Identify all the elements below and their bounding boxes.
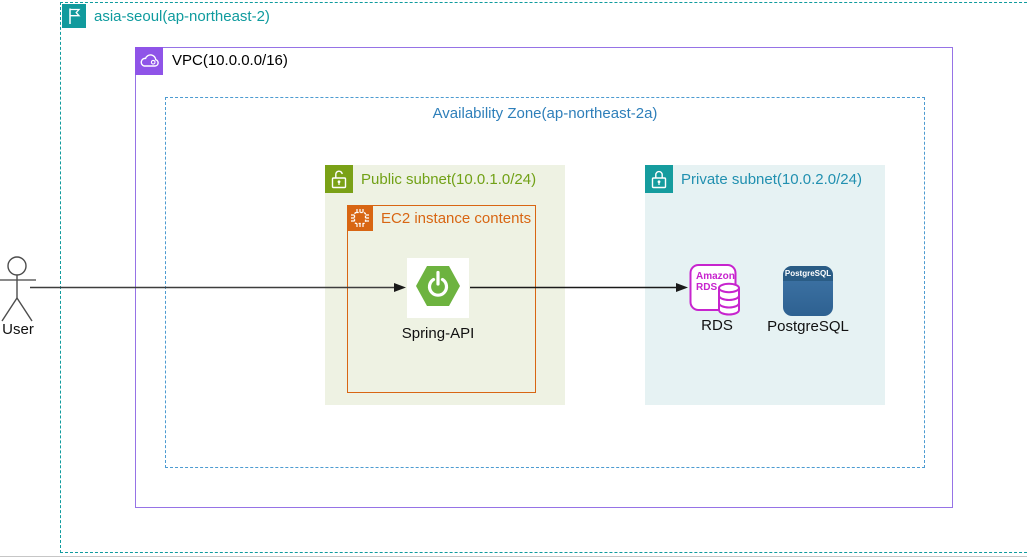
rds-badge-line1: Amazon xyxy=(696,271,735,282)
public-subnet-label: Public subnet(10.0.1.0/24) xyxy=(361,171,537,188)
spring-api-node[interactable] xyxy=(407,258,469,318)
private-subnet-label: Private subnet(10.0.2.0/24) xyxy=(681,171,862,188)
lock-closed-icon xyxy=(645,165,673,193)
amazon-rds-icon: Amazon RDS xyxy=(689,264,740,316)
database-cylinder-icon xyxy=(718,282,740,316)
region-label: asia-seoul(ap-northeast-2) xyxy=(94,8,270,25)
private-subnet-box[interactable]: Private subnet(10.0.2.0/24) Amazon RDS xyxy=(645,165,885,405)
region-flag-icon xyxy=(62,4,86,28)
ec2-group-label: EC2 instance contents xyxy=(381,210,532,227)
user-label: User xyxy=(2,321,34,338)
vpc-box[interactable]: VPC(10.0.0.0/16) Availability Zone(ap-no… xyxy=(135,47,953,508)
window-bottom-divider xyxy=(0,556,1027,557)
spring-api-label: Spring-API xyxy=(401,325,475,342)
postgresql-node[interactable]: PostgreSQL xyxy=(783,266,833,316)
rds-label: RDS xyxy=(701,317,733,334)
user-actor[interactable] xyxy=(0,253,44,323)
availability-zone-box[interactable]: Availability Zone(ap-northeast-2a) Publi… xyxy=(165,97,925,468)
postgresql-icon-badge: PostgreSQL xyxy=(783,266,833,281)
availability-zone-label: Availability Zone(ap-northeast-2a) xyxy=(432,105,658,122)
lock-open-icon xyxy=(325,165,353,193)
vpc-label: VPC(10.0.0.0/16) xyxy=(172,52,288,69)
spring-boot-icon xyxy=(416,266,460,306)
rds-badge-line2: RDS xyxy=(696,282,717,293)
rds-node[interactable]: Amazon RDS xyxy=(688,262,744,318)
stick-figure-icon xyxy=(0,256,36,322)
ec2-group-box[interactable]: EC2 instance contents Spring-API xyxy=(347,205,536,393)
ec2-chip-icon xyxy=(347,205,373,231)
vpc-cloud-icon xyxy=(135,47,163,75)
public-subnet-box[interactable]: Public subnet(10.0.1.0/24) EC2 instance … xyxy=(325,165,565,405)
region-box-asia-seoul[interactable]: asia-seoul(ap-northeast-2) VPC(10.0.0.0/… xyxy=(60,2,1027,553)
postgresql-label: PostgreSQL xyxy=(767,318,849,335)
